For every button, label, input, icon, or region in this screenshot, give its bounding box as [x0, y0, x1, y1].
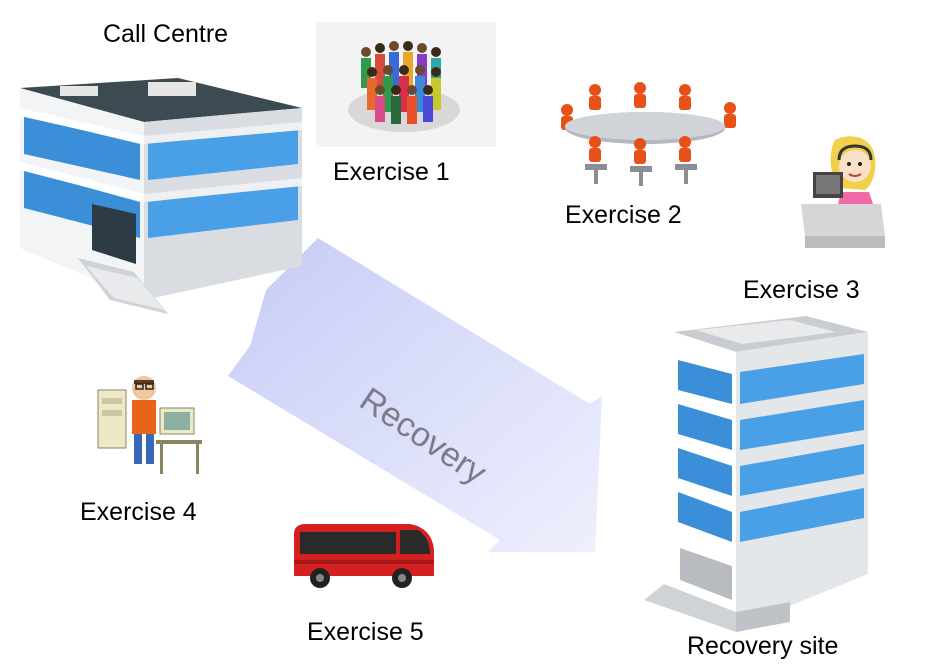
bus-icon — [294, 524, 434, 588]
recovery-site-label: Recovery site — [687, 632, 839, 660]
call-agent-icon — [801, 136, 885, 248]
office-building-icon — [20, 78, 302, 314]
exercise-2-label: Exercise 2 — [565, 201, 682, 229]
tower-building-icon — [644, 316, 868, 632]
exercise-4-label: Exercise 4 — [80, 498, 197, 526]
exercise-1-label: Exercise 1 — [333, 158, 450, 186]
meeting-table-icon — [561, 82, 736, 186]
call-centre-label: Call Centre — [103, 20, 229, 48]
exercise-3-label: Exercise 3 — [743, 276, 860, 304]
crowd-icon — [316, 22, 496, 147]
exercise-5-label: Exercise 5 — [307, 618, 424, 646]
computer-worker-icon — [97, 376, 202, 474]
